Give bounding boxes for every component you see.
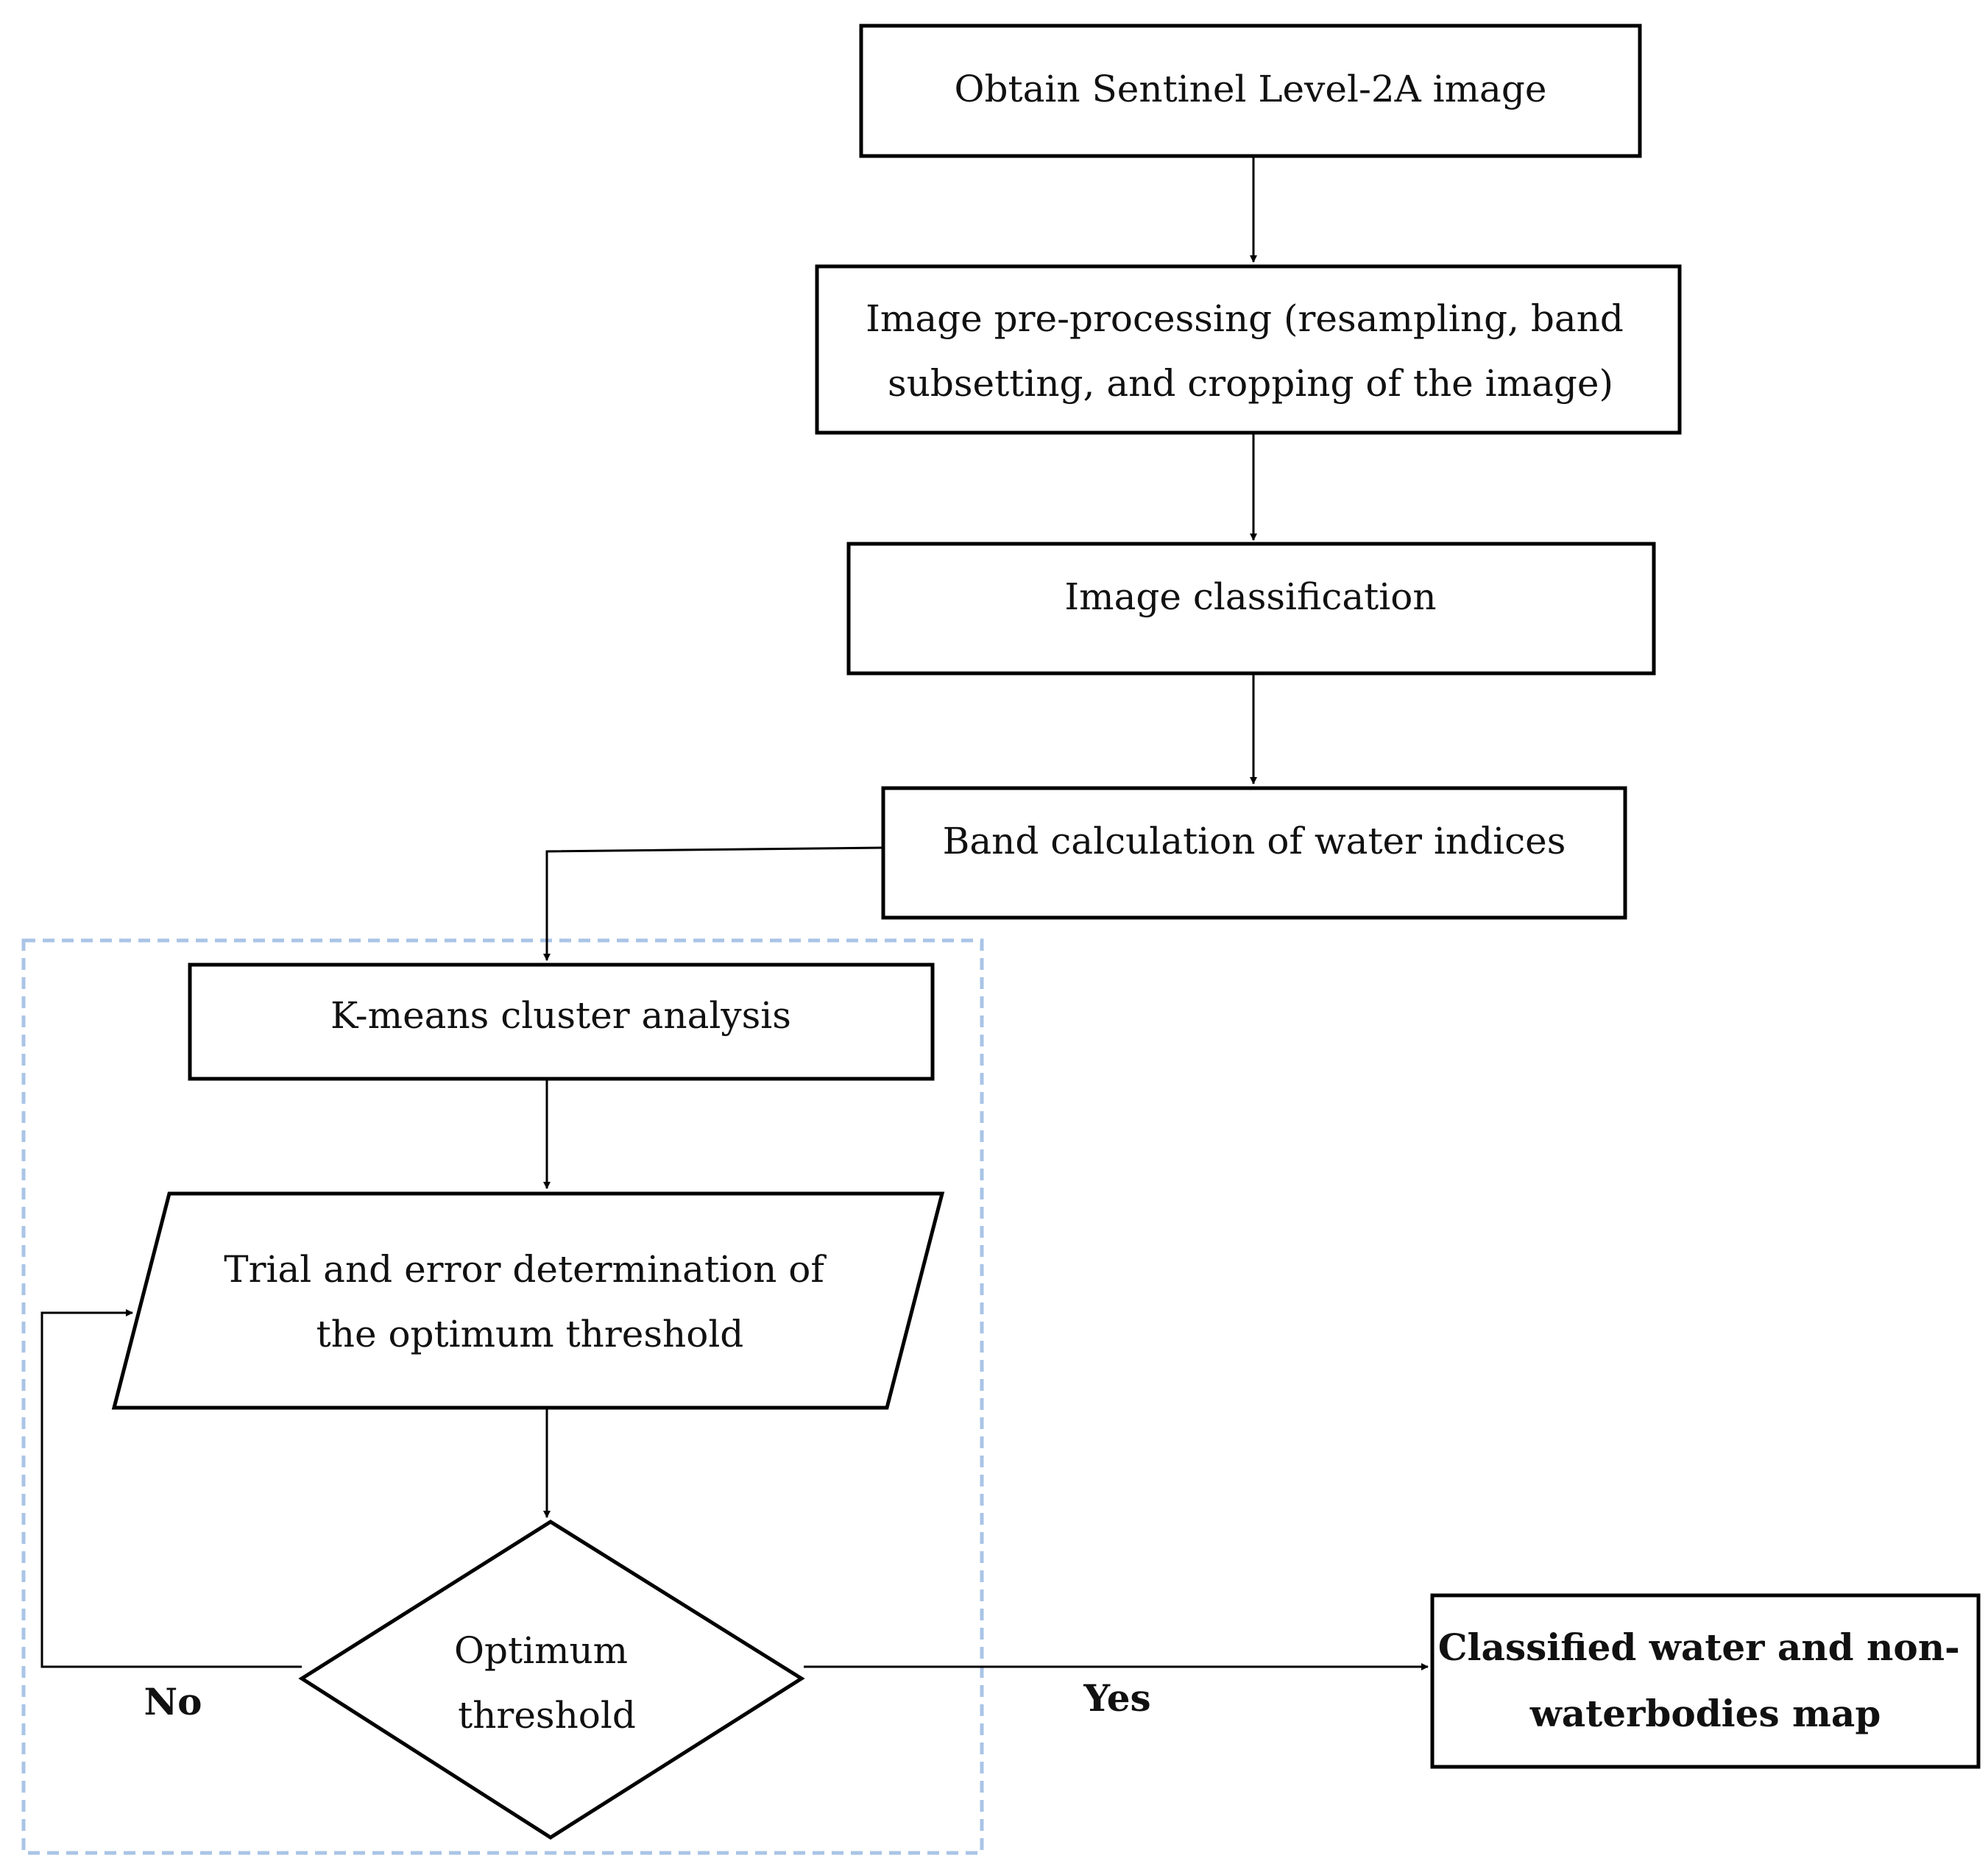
node-band-calculation-label: Band calculation of water indices (943, 820, 1566, 862)
edge-band-calculation-to-kmeans (543, 846, 884, 961)
yes-branch-label: Yes (1083, 1676, 1150, 1720)
node-classified-map-line-1: Classified water and non- (1438, 1626, 1960, 1669)
node-image-classification-box (846, 542, 1656, 676)
node-optimum-threshold-label: Optimum threshold (454, 1629, 640, 1737)
node-obtain-image: Obtain Sentinel Level-2A image (859, 24, 1642, 158)
node-band-calculation-box (881, 786, 1627, 920)
node-trial-error-threshold: Trial and error determination of the opt… (111, 1191, 945, 1410)
node-band-calculation: Band calculation of water indices (881, 786, 1627, 920)
node-image-preprocessing: Image pre-processing (resampling, band s… (815, 264, 1682, 435)
node-optimum-threshold-decision: Optimum threshold (298, 1520, 805, 1840)
node-trial-error-threshold-line-2: the optimum threshold (316, 1313, 744, 1355)
node-classified-map-line-2: waterbodies map (1529, 1692, 1881, 1735)
node-trial-error-threshold-line-1: Trial and error determination of (224, 1248, 827, 1291)
node-classified-map-label: Classified water and non- waterbodies ma… (1438, 1626, 1973, 1735)
node-kmeans-cluster-analysis: K-means cluster analysis (188, 963, 935, 1081)
node-obtain-image-box (859, 24, 1642, 158)
node-kmeans-cluster-analysis-box (188, 963, 935, 1081)
edge-decision-no-loop (40, 1309, 302, 1668)
node-image-classification: Image classification (846, 542, 1656, 676)
node-classified-map: Classified water and non- waterbodies ma… (1430, 1593, 1981, 1769)
node-image-preprocessing-box (815, 264, 1682, 435)
node-image-preprocessing-line-1: Image pre-processing (resampling, band (866, 297, 1624, 340)
node-optimum-threshold-line-2: threshold (458, 1694, 636, 1737)
node-trial-error-threshold-label: Trial and error determination of the opt… (224, 1248, 836, 1355)
node-classified-map-box (1430, 1593, 1981, 1769)
threshold-loop-group-border (21, 938, 984, 1855)
node-image-preprocessing-label: Image pre-processing (resampling, band s… (866, 297, 1635, 405)
node-optimum-threshold-diamond (298, 1520, 805, 1840)
node-kmeans-cluster-analysis-label: K-means cluster analysis (330, 994, 791, 1037)
node-obtain-image-label: Obtain Sentinel Level-2A image (955, 68, 1547, 110)
node-image-classification-label: Image classification (1064, 575, 1436, 618)
no-branch-label: No (144, 1680, 202, 1723)
node-image-preprocessing-line-2: subsetting, and cropping of the image) (888, 362, 1613, 405)
connectors (40, 156, 1429, 1670)
node-optimum-threshold-line-1: Optimum (454, 1629, 628, 1672)
node-trial-error-threshold-shape (111, 1191, 945, 1410)
